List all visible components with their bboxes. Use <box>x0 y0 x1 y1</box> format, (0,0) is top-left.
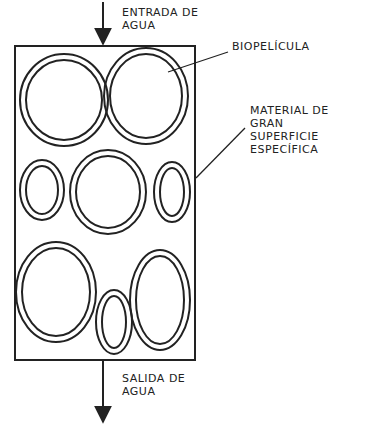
leader-line <box>168 52 228 72</box>
filter-housing <box>15 46 195 360</box>
biofilm-layer <box>154 162 190 222</box>
media-grain <box>76 156 140 228</box>
media-grain <box>26 60 102 140</box>
biofilm-layer <box>96 290 132 354</box>
biofilm-layer <box>130 250 190 350</box>
media-grain <box>110 54 182 138</box>
biofilm-layer <box>20 160 64 220</box>
media-grain <box>160 168 184 216</box>
filter-media <box>16 48 190 354</box>
callout-label: BIOPELÍCULA <box>232 40 352 53</box>
biofilm-layer <box>16 242 96 342</box>
leader-line <box>196 128 245 178</box>
media-grain <box>22 248 90 336</box>
media-grain <box>136 256 184 344</box>
outlet-arrow <box>102 361 104 422</box>
media-grain <box>102 296 126 348</box>
inlet-arrow <box>102 2 104 44</box>
biofilm-layer <box>70 150 146 234</box>
outlet-label: SALIDA DE AGUA <box>122 372 202 398</box>
media-grain <box>26 166 58 214</box>
callout-label: MATERIAL DE GRAN SUPERFICIE ESPECÍFICA <box>250 104 355 156</box>
biofilm-layer <box>20 54 108 146</box>
inlet-label: ENTRADA DE AGUA <box>122 6 202 32</box>
biofilm-layer <box>104 48 188 144</box>
